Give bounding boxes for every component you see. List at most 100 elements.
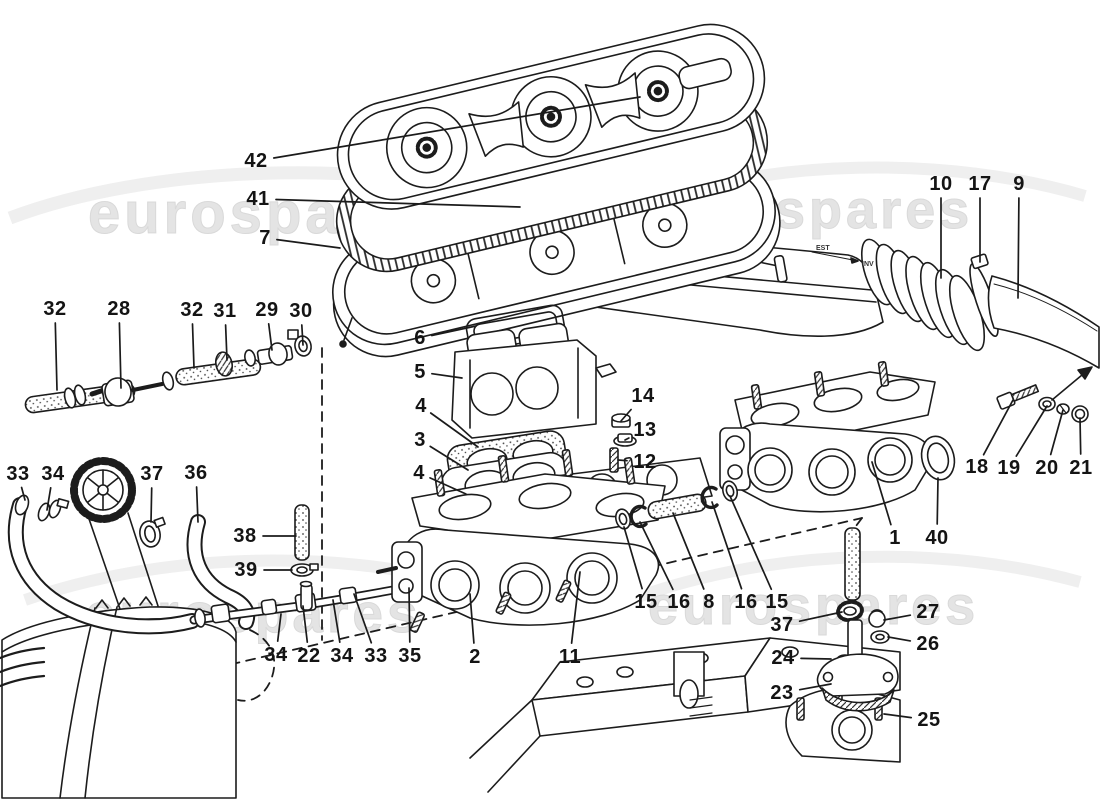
leader-line-1	[871, 461, 892, 526]
part-label-41: 41	[246, 188, 270, 210]
part-label-21: 21	[1069, 457, 1093, 479]
leader-line-42	[272, 96, 641, 159]
leader-line-41	[275, 198, 521, 208]
leader-line-31	[224, 324, 228, 361]
part-label-37: 37	[140, 463, 164, 485]
carburettor-5	[451, 322, 617, 439]
part-label-42: 42	[244, 150, 268, 172]
leader-line-20	[1049, 409, 1064, 456]
intake-manifold-right	[719, 361, 956, 513]
leader-line-30	[300, 324, 304, 346]
filler-cap	[70, 457, 159, 610]
part-label-34: 34	[264, 644, 288, 666]
part-label-33: 33	[364, 645, 388, 667]
leader-line-16	[711, 501, 743, 590]
duct-markings: EST INV	[816, 245, 874, 268]
intake-manifold-centre	[376, 449, 666, 633]
leader-line-29	[267, 323, 273, 351]
part-label-1: 1	[889, 527, 901, 549]
part-label-40: 40	[925, 527, 949, 549]
leader-line-33	[20, 486, 26, 501]
leader-line-21	[1079, 417, 1082, 455]
part-label-23: 23	[770, 682, 794, 704]
leader-line-18	[982, 399, 1014, 456]
leader-line-40	[936, 477, 939, 525]
leader-line-35	[408, 587, 411, 643]
leader-line-32	[54, 322, 58, 391]
leader-lines	[20, 96, 1082, 719]
leader-line-9	[1017, 197, 1020, 299]
part-label-15: 15	[765, 591, 789, 613]
part-label-19: 19	[997, 457, 1021, 479]
leader-line-24	[800, 657, 832, 660]
part-label-24: 24	[771, 647, 795, 669]
part-label-34: 34	[41, 463, 65, 485]
part-label-32: 32	[43, 298, 67, 320]
leader-line-32	[191, 323, 195, 369]
part-label-5: 5	[414, 361, 426, 383]
leader-line-27	[883, 614, 912, 621]
part-label-4: 4	[413, 462, 425, 484]
leader-line-14	[620, 408, 632, 422]
part-label-4: 4	[415, 395, 427, 417]
part-label-26: 26	[916, 633, 940, 655]
part-label-16: 16	[734, 591, 758, 613]
duct-marking-inv: INV	[862, 261, 874, 268]
leader-line-11	[570, 571, 581, 644]
part-label-12: 12	[633, 451, 657, 473]
leader-line-3	[429, 445, 469, 471]
leader-line-33	[353, 593, 373, 644]
part-label-6: 6	[414, 327, 426, 349]
manifold-hardware	[996, 366, 1093, 423]
leader-line-13	[624, 437, 630, 441]
dashed-guide-lines	[214, 347, 863, 702]
part-label-38: 38	[233, 525, 257, 547]
part-label-2: 2	[469, 646, 481, 668]
leader-line-23	[798, 683, 832, 691]
leader-line-19	[1015, 405, 1048, 457]
leader-line-5	[431, 372, 463, 379]
part-label-13: 13	[633, 419, 657, 441]
part-label-29: 29	[255, 299, 279, 321]
leader-line-12	[617, 459, 628, 462]
housing-details	[287, 317, 353, 348]
air-cleaner-lid	[336, 23, 766, 210]
part-label-7: 7	[259, 227, 271, 249]
part-label-28: 28	[107, 298, 131, 320]
leader-line-15	[729, 495, 773, 591]
leader-line-4	[429, 412, 479, 448]
leader-line-6	[430, 325, 477, 337]
part-label-17: 17	[968, 173, 992, 195]
leader-line-8	[672, 512, 705, 590]
lid-cover-left	[385, 106, 468, 189]
leader-line-4	[429, 477, 467, 495]
part-label-14: 14	[631, 385, 655, 407]
leader-line-37	[150, 487, 153, 523]
part-label-27: 27	[916, 601, 940, 623]
leader-line-36	[195, 486, 199, 523]
leader-line-34	[276, 613, 282, 642]
fuel-hose-row	[24, 335, 312, 414]
intake-tube-9	[987, 275, 1100, 369]
leader-line-15	[623, 526, 643, 590]
pump-assembly	[816, 527, 899, 712]
leader-line-22	[302, 605, 309, 643]
part-label-10: 10	[929, 173, 953, 195]
leader-line-7	[276, 238, 341, 249]
leader-line-16	[639, 521, 674, 591]
duct-marking-est: EST	[816, 245, 830, 252]
part-label-20: 20	[1035, 457, 1059, 479]
part-label-34: 34	[330, 645, 354, 667]
part-label-18: 18	[965, 456, 989, 478]
leader-line-25	[883, 713, 913, 719]
part-label-11: 11	[558, 646, 582, 668]
part-label-30: 30	[289, 300, 313, 322]
leader-line-34	[332, 599, 341, 644]
part-label-33: 33	[6, 463, 30, 485]
reservoir-tank	[0, 596, 237, 799]
watermark-text: eurospares	[648, 576, 979, 636]
leader-line-26	[887, 636, 912, 642]
leader-line-2	[469, 593, 475, 644]
